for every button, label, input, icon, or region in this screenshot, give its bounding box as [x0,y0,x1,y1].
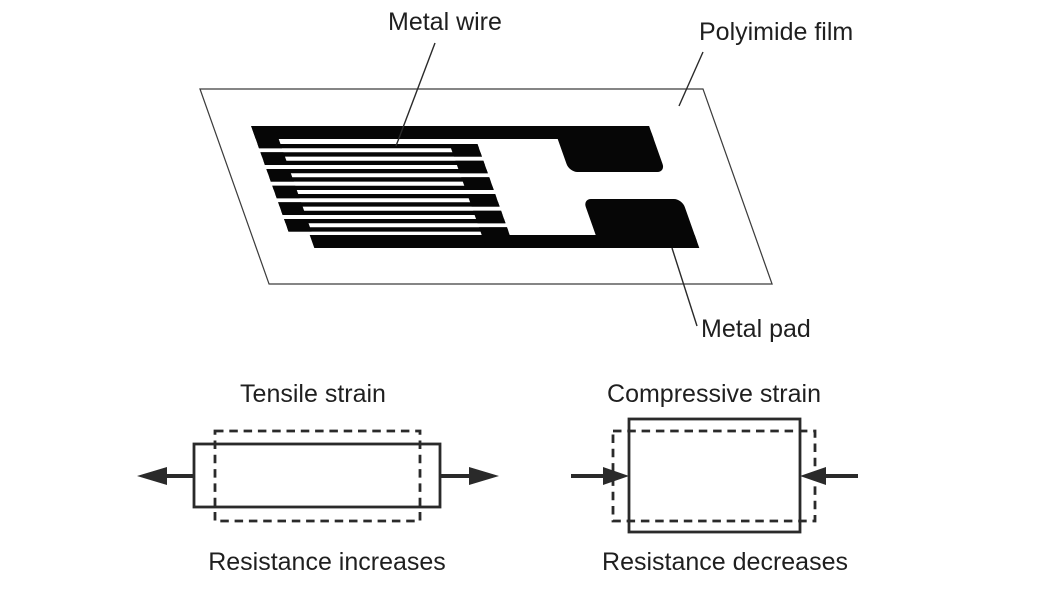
tensile-stretched-solid-rect [192,442,442,509]
compressive-strain-title: Compressive strain [607,380,821,408]
gauge-wire-pattern [251,126,700,249]
tensile-original-dashed-rect [213,429,422,523]
compressive-compressed-solid-rect [627,417,802,534]
wire-top-bar [251,126,654,139]
resistance-decreases-caption: Resistance decreases [602,548,848,576]
metal-wire-leader-line [395,42,436,147]
compressive-strain-diagram [571,417,858,534]
upper-metal-pad [555,126,664,172]
tensile-strain-diagram [137,429,499,523]
compressive-right-arrow [800,467,858,485]
compressive-left-arrow [571,467,629,485]
wire-right-turnarounds [449,144,515,249]
wire-left-turnarounds [251,126,312,232]
metal-pad-leader-line [671,247,698,327]
resistance-increases-caption: Resistance increases [208,548,446,576]
polyimide-film-label: Polyimide film [699,18,854,46]
tensile-left-arrow [137,467,194,485]
polyimide-film-leader-line [678,51,704,107]
tensile-right-arrow [440,467,499,485]
tensile-strain-title: Tensile strain [240,380,386,408]
wire-grid-lines [257,144,509,232]
lower-metal-pad [585,199,697,248]
strain-gauge-illustration [199,88,773,285]
metal-wire-label: Metal wire [388,8,502,36]
metal-pad-label: Metal pad [701,315,811,343]
compressive-original-dashed-rect [611,429,817,523]
